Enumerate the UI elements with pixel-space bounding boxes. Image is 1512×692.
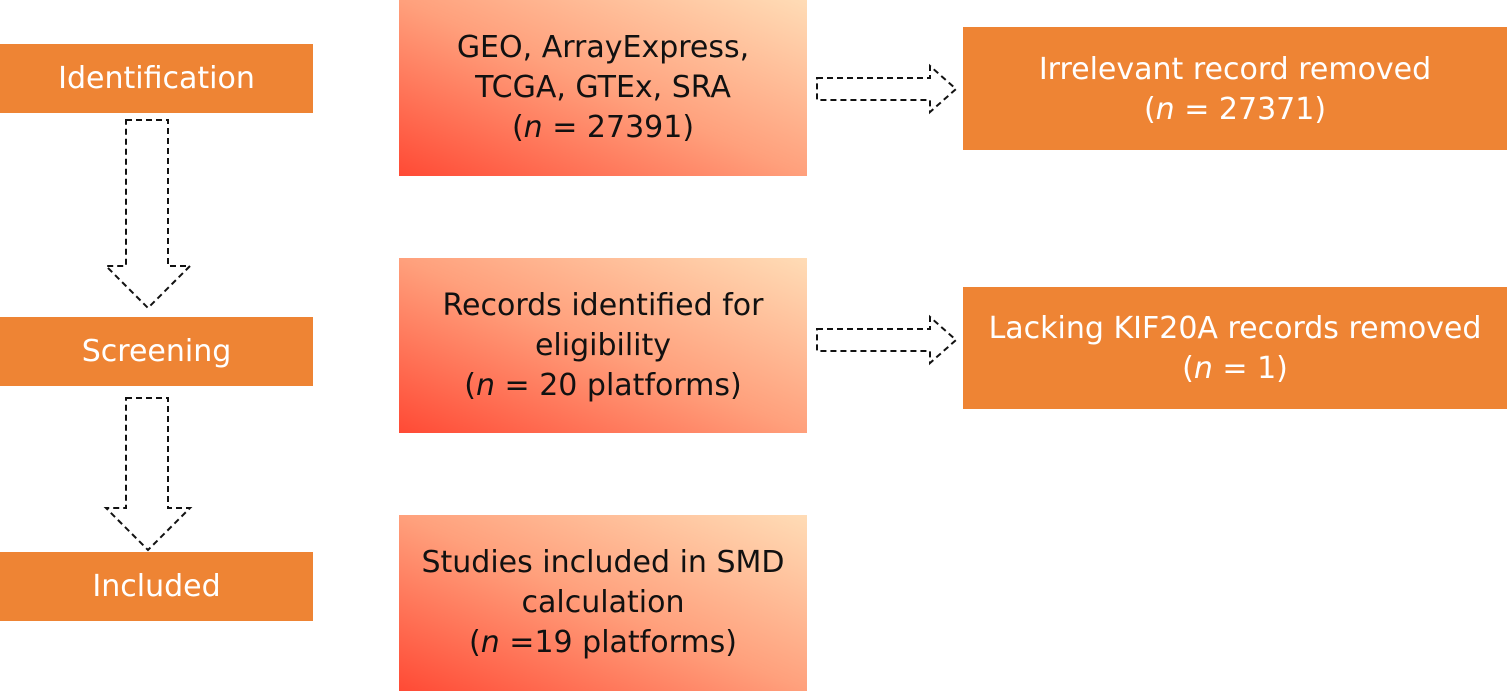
stage-included-label: Included [92, 569, 221, 604]
stage-identification: Identification [0, 44, 313, 113]
stage-identification-label: Identification [58, 61, 255, 96]
identification-count: (n = 27391) [511, 110, 695, 145]
n-symbol: n [480, 625, 500, 660]
screening-line2: eligibility [534, 327, 672, 363]
stage-screening: Screening [0, 317, 313, 386]
n-symbol: n [475, 367, 495, 403]
n-symbol: n [523, 110, 543, 145]
included-count: (n =19 platforms) [469, 625, 737, 660]
irrelevant-n-value: = 27371) [1174, 92, 1327, 127]
box-identification-sources: GEO, ArrayExpress, TCGA, GTEx, SRA (n = … [399, 0, 807, 176]
irrelevant-count: (n = 27371) [1143, 92, 1327, 127]
irrelevant-line1: Irrelevant record removed [1038, 52, 1432, 87]
screening-line1: Records identified for [442, 287, 764, 323]
included-n-value: =19 platforms) [499, 625, 737, 660]
identification-line2: TCGA, GTEx, SRA [475, 70, 731, 105]
box-screening-records: Records identified for eligibility (n = … [399, 258, 807, 433]
stage-screening-label: Screening [81, 334, 232, 369]
box-included-studies: Studies included in SMD calculation (n =… [399, 515, 807, 691]
identification-line1: GEO, ArrayExpress, [456, 30, 750, 65]
identification-n-value: = 27391) [542, 110, 695, 145]
stage-included: Included [0, 552, 313, 621]
screening-count: (n = 20 platforms) [464, 367, 742, 403]
n-symbol: n [1155, 92, 1175, 127]
lacking-count: (n = 1) [1182, 351, 1288, 386]
box-lacking-removed: Lacking KIF20A records removed (n = 1) [963, 287, 1507, 409]
lacking-line1: Lacking KIF20A records removed [988, 311, 1482, 346]
included-line1: Studies included in SMD [421, 545, 785, 580]
included-line2: calculation [521, 585, 685, 620]
screening-n-value: = 20 platforms) [495, 367, 742, 403]
box-irrelevant-removed: Irrelevant record removed (n = 27371) [963, 27, 1507, 150]
lacking-n-value: = 1) [1212, 351, 1288, 386]
n-symbol: n [1193, 351, 1213, 386]
